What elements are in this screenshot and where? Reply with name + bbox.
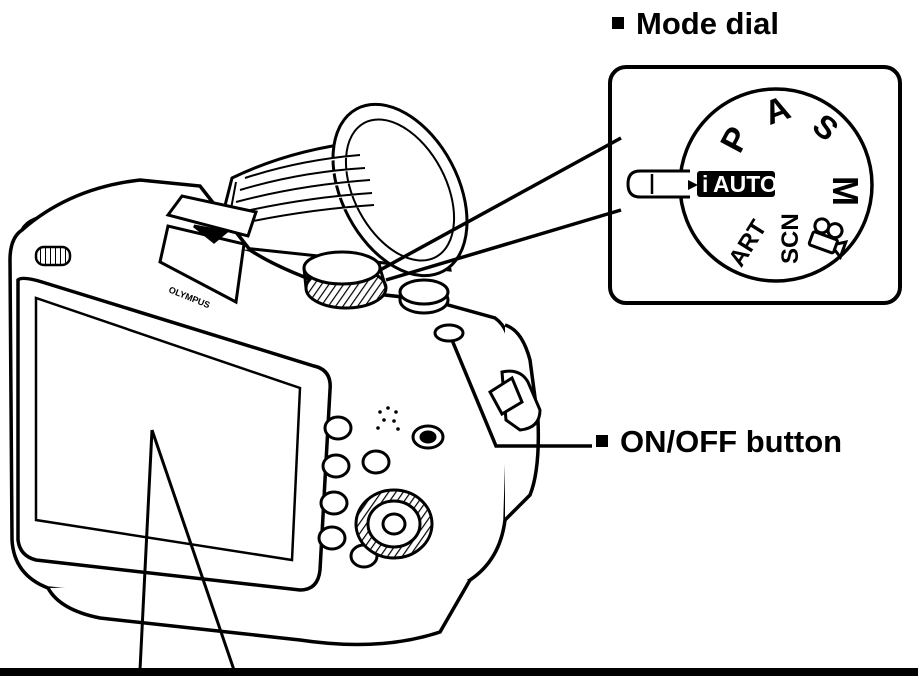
iauto-text: AUTO — [713, 171, 778, 197]
monitor-leader-lines — [138, 429, 236, 671]
mode-dial-text: Mode dial — [636, 6, 779, 41]
mode-dial-callout: i AUTO P A S M ART SCN — [379, 65, 902, 305]
lcd-monitor — [16, 276, 332, 592]
bullet-icon — [612, 16, 624, 29]
lens — [213, 102, 469, 278]
hot-shoe-cover — [158, 194, 258, 305]
grip-ridge — [34, 245, 72, 267]
movie-record-button — [411, 424, 445, 450]
on-off-button — [433, 323, 465, 343]
on-off-text: ON/OFF button — [620, 424, 843, 459]
arrow-pad-dial — [354, 488, 434, 560]
iauto-badge — [697, 171, 775, 197]
movie-camera-icon — [807, 217, 849, 261]
bullet-icon — [596, 434, 608, 447]
speaker-dots — [376, 406, 400, 431]
on-off-leader-line — [450, 339, 592, 448]
dial-position-m: M — [825, 176, 866, 206]
dial-position-scn: SCN — [777, 213, 804, 264]
top-mode-dial — [302, 250, 388, 310]
shutter-button — [398, 278, 450, 315]
on-off-label: ON/OFF button — [596, 424, 842, 460]
mode-dial-label: Mode dial — [612, 6, 779, 42]
strap-lug — [488, 369, 542, 432]
iauto-i: i — [702, 171, 708, 197]
bottom-rule — [0, 668, 918, 676]
rear-buttons — [317, 415, 391, 569]
